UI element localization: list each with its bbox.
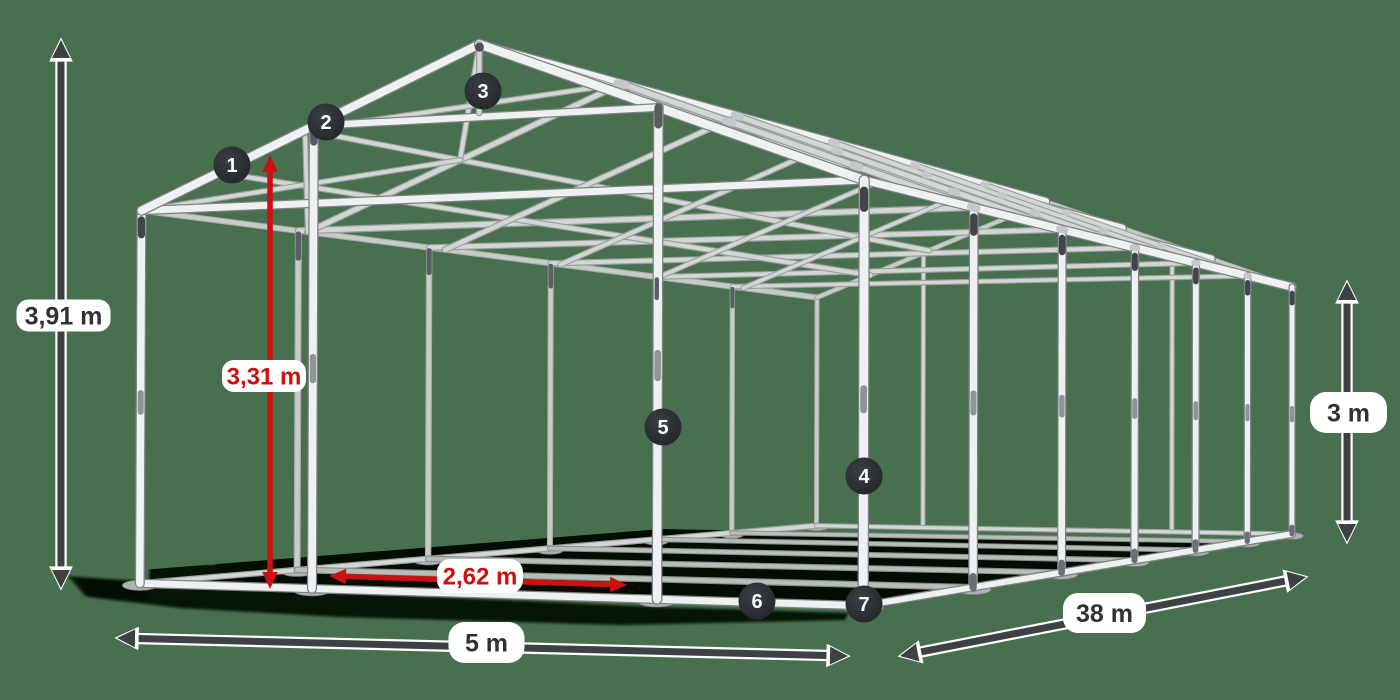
svg-text:3,91 m: 3,91 m xyxy=(25,302,103,330)
svg-text:4: 4 xyxy=(858,466,870,488)
svg-text:2,62 m: 2,62 m xyxy=(443,564,518,591)
svg-text:1: 1 xyxy=(226,155,237,177)
svg-text:5 m: 5 m xyxy=(465,629,508,657)
svg-text:3,31 m: 3,31 m xyxy=(227,364,302,391)
svg-text:6: 6 xyxy=(751,591,762,613)
svg-text:2: 2 xyxy=(320,112,331,134)
svg-text:3 m: 3 m xyxy=(1327,399,1370,427)
svg-text:5: 5 xyxy=(657,417,668,439)
svg-text:38 m: 38 m xyxy=(1076,600,1133,628)
svg-text:7: 7 xyxy=(858,594,869,616)
svg-text:3: 3 xyxy=(477,81,488,103)
